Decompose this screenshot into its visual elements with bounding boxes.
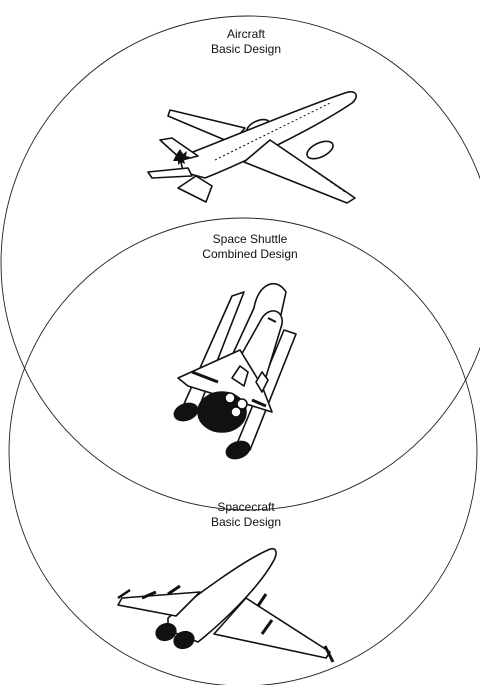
- space-shuttle-label: Space Shuttle Combined Design: [150, 232, 350, 262]
- spacecraft-subtitle: Basic Design: [146, 515, 346, 530]
- spaceplane-icon: [118, 549, 333, 662]
- airliner-icon: [148, 92, 356, 203]
- space-shuttle-icon: [172, 284, 296, 462]
- space-shuttle-subtitle: Combined Design: [150, 247, 350, 262]
- spacecraft-label: Spacecraft Basic Design: [146, 500, 346, 530]
- aircraft-subtitle: Basic Design: [146, 42, 346, 57]
- spacecraft-title: Spacecraft: [146, 500, 346, 515]
- aircraft-title: Aircraft: [146, 27, 346, 42]
- space-shuttle-title: Space Shuttle: [150, 232, 350, 247]
- aircraft-label: Aircraft Basic Design: [146, 27, 346, 57]
